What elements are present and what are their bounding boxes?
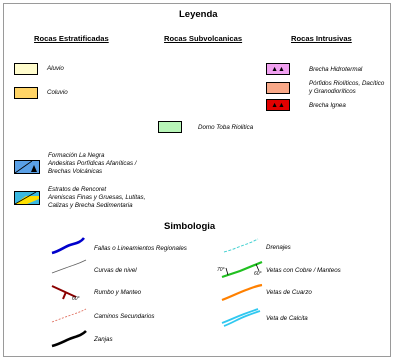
legend-panel (3, 3, 391, 357)
porfidos-swatch (266, 82, 290, 94)
rencoret-label: Estratos de Rencoret Areniscas Finas y G… (48, 186, 146, 209)
copper-vein-dip-left: 70° (217, 267, 225, 273)
vetas-cobre-label: Vetas con Cobre / Manteos (266, 267, 341, 274)
domo-label: Domo Toba Riolitica (198, 124, 254, 131)
contour-line-icon (51, 259, 87, 274)
rumbo-label: Rumbo y Manteo (94, 289, 142, 296)
header-intrusive-rocks: Rocas Intrusivas (291, 34, 352, 43)
caminos-label: Caminos Secundarios (94, 313, 155, 320)
fault-line-icon (51, 237, 86, 255)
brecha-hidrotermal-swatch: ▲▲ (266, 63, 290, 75)
curvas-label: Curvas de nivel (94, 267, 137, 274)
brecha-hidrotermal-label: Brecha Hidrotermal (309, 66, 363, 73)
symbology-title: Simbologia (164, 221, 216, 232)
rencoret-swatch (14, 191, 40, 205)
trench-icon (51, 330, 87, 348)
drainage-icon (223, 238, 259, 253)
drenajes-label: Drenajes (266, 244, 291, 251)
zanjas-label: Zanjas (94, 336, 113, 343)
coluvio-label: Coluvio (47, 89, 68, 96)
vetas-cuarzo-label: Vetas de Cuarzo (266, 289, 312, 296)
brecha-ignea-swatch: ▲▲ (266, 99, 290, 111)
la-negra-label: Formación La Negra Andesitas Porfídicas … (48, 152, 137, 175)
quartz-vein-icon (221, 283, 263, 302)
aluvio-swatch (14, 63, 38, 75)
veta-calcita-label: Veta de Calcita (266, 315, 308, 322)
header-subvolcanic-rocks: Rocas Subvolcanicas (164, 34, 243, 43)
la-negra-swatch (14, 160, 40, 174)
calcite-vein-icon (221, 308, 261, 327)
coluvio-swatch (14, 87, 38, 99)
brecha-ignea-label: Brecha Ignea (309, 102, 346, 109)
domo-swatch (158, 121, 182, 133)
triangle-icon: ▲▲ (271, 65, 285, 73)
aluvio-label: Aluvio (47, 65, 64, 72)
triangle-icon: ▲▲ (271, 101, 285, 109)
porfidos-label: Pórfidos Riolíticos, Dacítico y Granodio… (309, 80, 385, 95)
strike-dip-icon (51, 285, 77, 300)
copper-vein-dip-right: 60° (254, 271, 262, 277)
secondary-road-icon (51, 308, 87, 323)
fallas-label: Fallas o Lineamientos Regionales (94, 245, 187, 252)
copper-vein-icon (221, 260, 263, 279)
strike-dip-value: 60° (72, 296, 80, 302)
legend-title: Leyenda (179, 9, 218, 20)
header-stratified-rocks: Rocas Estratificadas (34, 34, 109, 43)
